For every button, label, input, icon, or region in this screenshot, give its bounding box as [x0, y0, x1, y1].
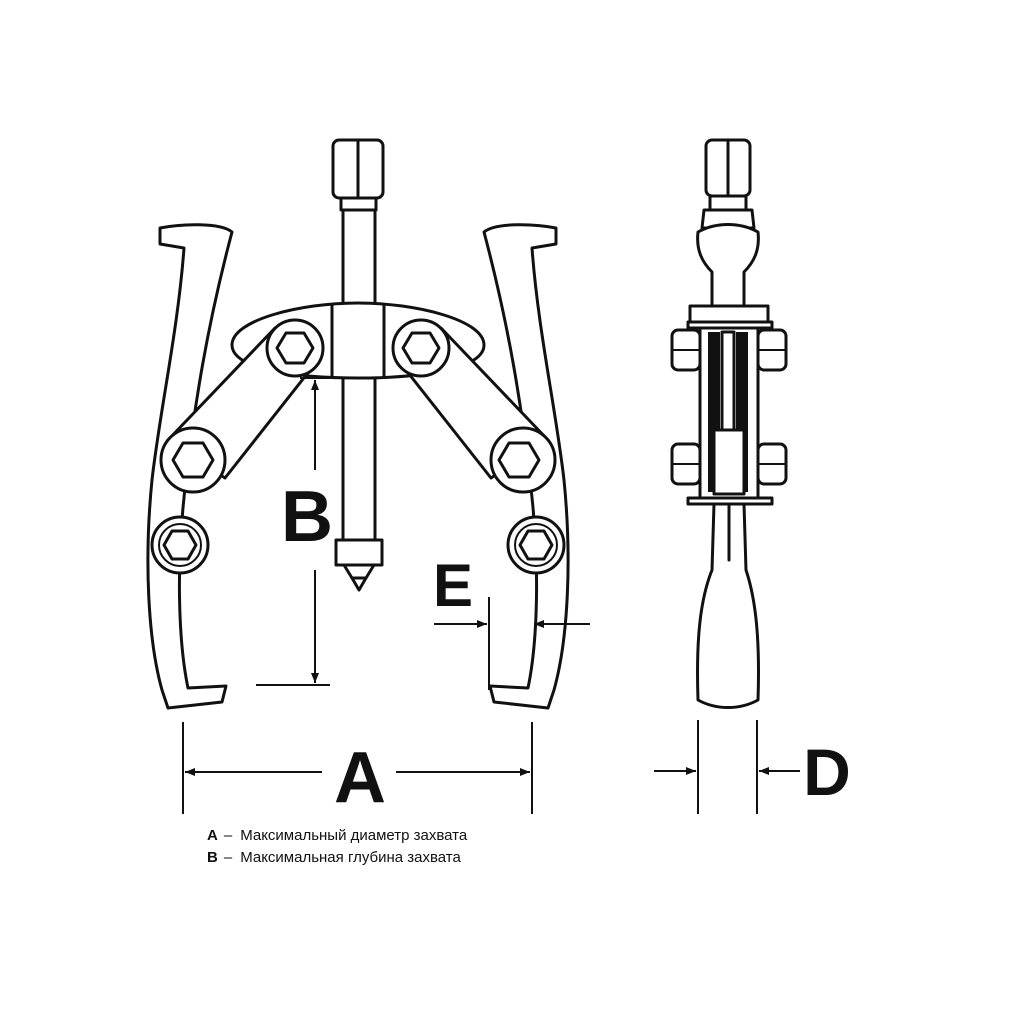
side-lower-jaw [696, 502, 760, 709]
legend-key: A [207, 827, 218, 844]
right-jaw [482, 223, 570, 710]
legend-text: Максимальная глубина захвата [240, 849, 461, 866]
forcing-screw [334, 208, 384, 592]
dimension-a [182, 722, 533, 814]
legend-row-a: A–Максимальный диаметр захвата [207, 825, 467, 847]
side-body [688, 304, 770, 500]
legend-separator: – [223, 827, 233, 844]
legend-row-b: B–Максимальная глубина захвата [207, 847, 467, 869]
screw-head [331, 138, 385, 212]
dimension-e-label: E [433, 552, 473, 619]
dimension-e [434, 597, 590, 690]
side-view: D [654, 138, 851, 814]
legend-separator: – [223, 849, 233, 866]
legend-text: Максимальный диаметр захвата [240, 827, 468, 844]
dimension-a-label: A [334, 738, 386, 818]
dimension-b [256, 377, 330, 686]
legend: A–Максимальный диаметр захвата B–Максима… [207, 825, 467, 869]
side-upper-arm [696, 223, 760, 308]
hex-bolt-icon [171, 331, 541, 479]
legend-key: B [207, 849, 218, 866]
jaw-pivot-bolts [150, 515, 566, 575]
dimension-d [654, 720, 800, 814]
side-hex-bolts [670, 320, 788, 506]
side-screw-head [700, 138, 756, 230]
left-jaw [146, 223, 234, 710]
dimension-d-label: D [803, 735, 851, 809]
front-view: B E A [146, 138, 590, 818]
dimension-b-label: B [281, 477, 333, 557]
